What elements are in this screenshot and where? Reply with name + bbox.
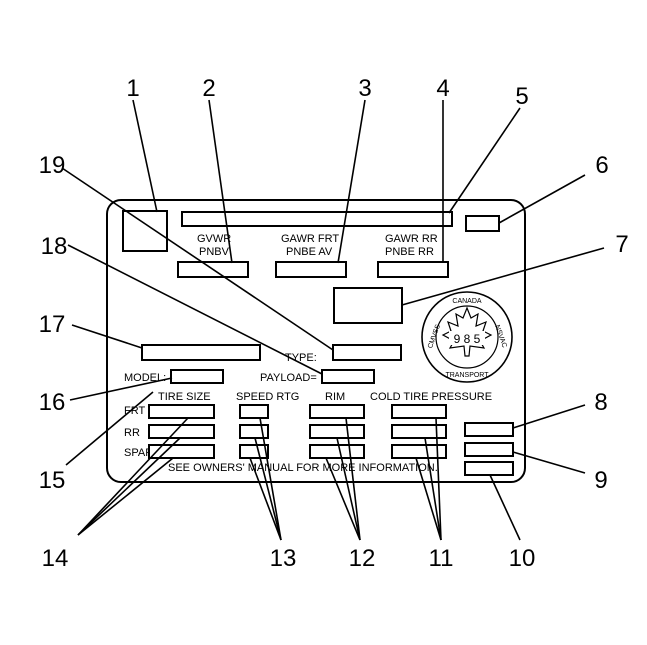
frt-row-label: FRT <box>124 405 145 417</box>
rim-spare-box <box>309 444 365 459</box>
callout-13: 13 <box>270 545 297 572</box>
callout-14: 14 <box>42 545 69 572</box>
pnbe-av-label: PNBE AV <box>286 246 333 258</box>
callout-11: 11 <box>429 545 454 572</box>
callout-12: 12 <box>349 545 376 572</box>
item-9-box <box>464 442 514 457</box>
item-1-box <box>122 210 168 252</box>
callout-18: 18 <box>41 233 68 260</box>
callout-3: 3 <box>358 75 371 102</box>
tire-size-spare-box <box>148 444 215 459</box>
payload-label: PAYLOAD= <box>260 372 317 384</box>
tire-size-header: TIRE SIZE <box>158 391 211 403</box>
callout-15: 15 <box>39 467 66 494</box>
tire-size-rr-box <box>148 424 215 439</box>
item-7-box <box>333 287 403 324</box>
callout-7: 7 <box>615 231 628 258</box>
item-17-box <box>141 344 261 361</box>
pressure-rr-box <box>391 424 447 439</box>
leader-lines <box>61 99 605 541</box>
item-16-box <box>170 369 224 384</box>
seal-number: 9 8 5 <box>454 332 481 346</box>
item-4-box <box>377 261 449 278</box>
speed-frt-box <box>239 404 269 419</box>
type-label: TYPE: <box>285 352 317 364</box>
rr-row-label: RR <box>124 427 140 439</box>
callout-17: 17 <box>39 311 66 338</box>
rim-frt-box <box>309 404 365 419</box>
rim-rr-box <box>309 424 365 439</box>
pnbe-rr-label: PNBE RR <box>385 246 434 258</box>
callout-2: 2 <box>202 75 215 102</box>
item-10-box <box>464 461 514 476</box>
seal-canada: CANADA <box>452 298 482 305</box>
pnbv-label: PNBV <box>199 246 230 258</box>
callout-numbers: 1 2 3 4 5 6 7 8 9 10 11 12 13 14 15 16 1… <box>39 75 629 572</box>
callout-1: 1 <box>126 75 139 102</box>
callout-16: 16 <box>39 389 66 416</box>
pressure-spare-box <box>391 444 447 459</box>
see-owners-note: SEE OWNERS' MANUAL FOR MORE INFORMATION. <box>168 462 438 474</box>
pressure-frt-box <box>391 404 447 419</box>
item-5-bar <box>181 211 453 227</box>
cold-tire-pressure-header: COLD TIRE PRESSURE <box>370 391 492 403</box>
speed-spare-box <box>239 444 269 459</box>
callout-9: 9 <box>594 467 607 494</box>
seal-transport: TRANSPORT <box>445 372 489 379</box>
gawr-rr-label: GAWR RR <box>385 233 438 245</box>
callout-5: 5 <box>515 83 528 110</box>
model-label: MODEL: <box>124 372 166 384</box>
speed-rtg-header: SPEED RTG <box>236 391 299 403</box>
rim-header: RIM <box>325 391 345 403</box>
item-3-box <box>275 261 347 278</box>
callout-10: 10 <box>509 545 536 572</box>
item-6-box <box>465 215 500 232</box>
callout-6: 6 <box>595 152 608 179</box>
item-18-box <box>321 369 375 384</box>
cmvss-seal: 9 8 5 CANADA TRANSPORT CMVSS NSVAC <box>421 291 513 383</box>
item-8-box <box>464 422 514 437</box>
callout-8: 8 <box>594 389 607 416</box>
callout-4: 4 <box>436 75 449 102</box>
callout-19: 19 <box>39 152 66 179</box>
gawr-frt-label: GAWR FRT <box>281 233 339 245</box>
item-19-box <box>332 344 402 361</box>
tire-size-frt-box <box>148 404 215 419</box>
gvwr-label: GVWR <box>197 233 231 245</box>
